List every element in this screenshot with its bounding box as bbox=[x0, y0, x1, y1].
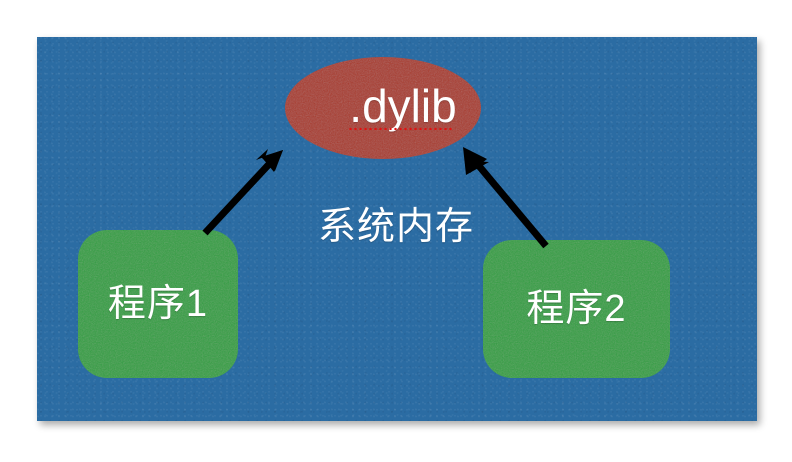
arrow-program2-to-dylib bbox=[463, 147, 549, 249]
spellcheck-underline bbox=[348, 126, 454, 130]
program2-box[interactable] bbox=[483, 240, 670, 378]
system-memory-label: 系统内存 bbox=[317, 206, 474, 248]
dylib-label: .dylib bbox=[335, 80, 457, 132]
program1-label: 程序1 bbox=[107, 283, 209, 325]
dylib-label-text: .dylib bbox=[349, 80, 457, 132]
program1-box[interactable] bbox=[78, 230, 238, 378]
dylib-ellipse[interactable] bbox=[285, 57, 481, 159]
dylib-label-wrapper: .dylib bbox=[0, 80, 792, 132]
program2-label: 程序2 bbox=[526, 288, 627, 330]
arrow-program1-to-dylib bbox=[202, 149, 283, 236]
